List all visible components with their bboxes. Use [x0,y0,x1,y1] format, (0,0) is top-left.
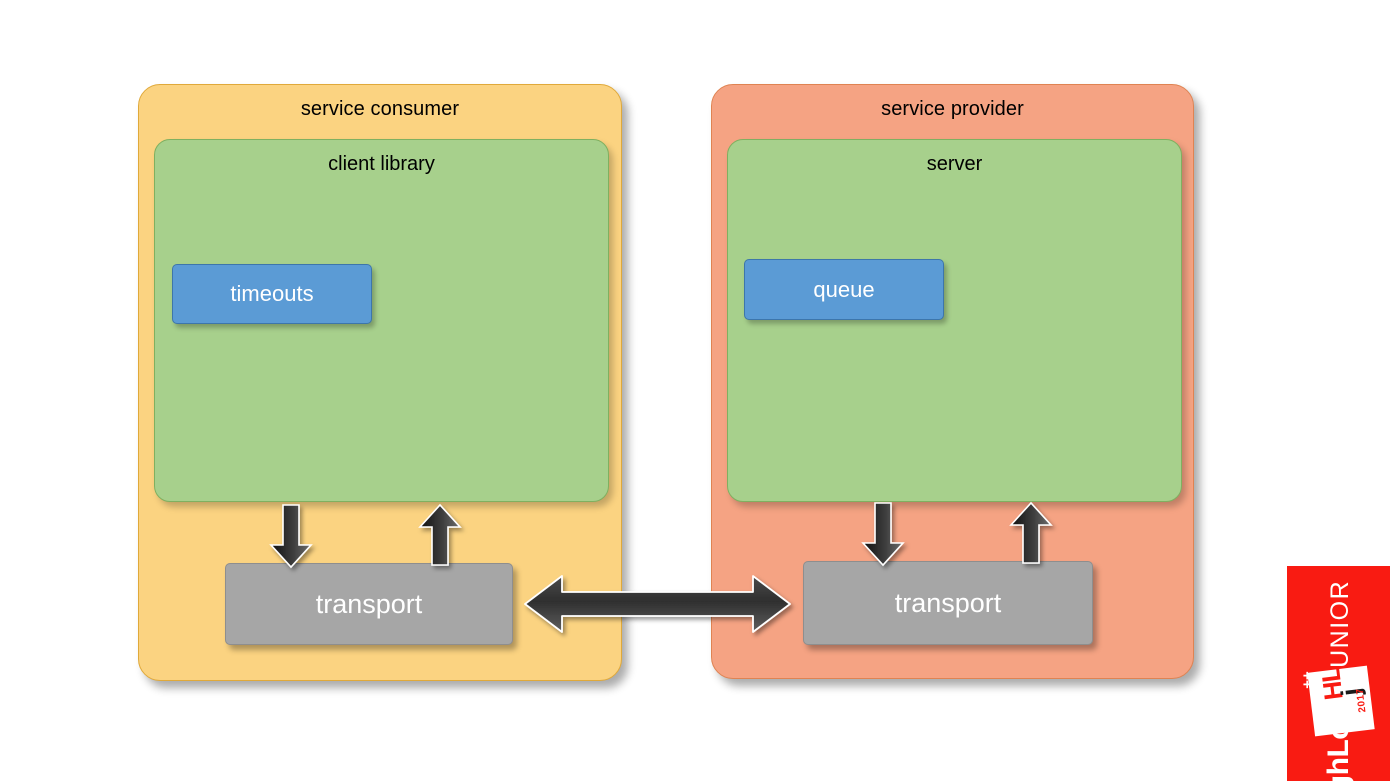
box-title-client-library: client library [328,153,435,175]
component-transport-left: transport [225,563,513,645]
component-transport-right: transport [803,561,1093,645]
box-title-server: server [926,153,983,175]
highload-junior-logo: HighLoad JUNIOR ++ HL j 2017 [1287,566,1390,781]
panel-title-service-consumer: service consumer [300,98,460,120]
component-timeouts: timeouts [172,264,372,324]
panel-title-service-provider: service provider [881,98,1024,120]
component-queue: queue [744,259,944,320]
logo-badge: HL j 2017 [1307,665,1375,737]
box-server: server [727,139,1182,502]
